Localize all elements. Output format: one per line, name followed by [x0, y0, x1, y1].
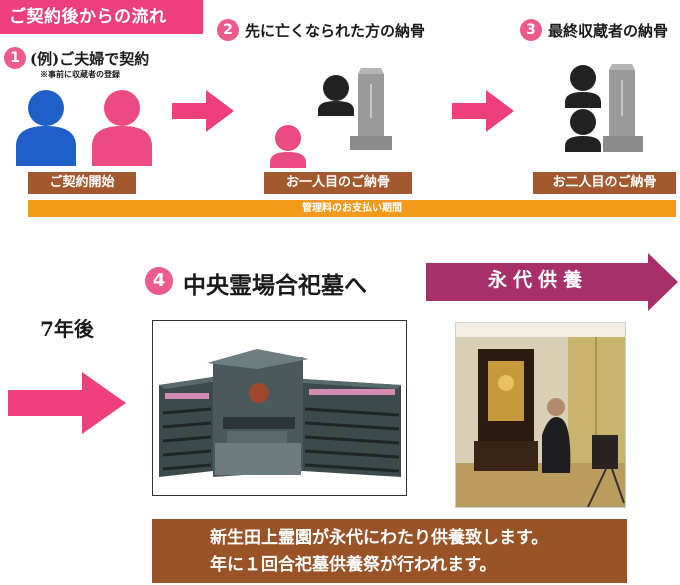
step-2-label: 先に亡くなられた方の納骨	[245, 22, 426, 40]
step-2-number: 2	[217, 19, 239, 41]
communal-tomb-image	[152, 320, 407, 496]
fee-period-bar: 管理料のお支払い期間	[28, 200, 676, 217]
arrow-icon	[8, 372, 126, 434]
gravestone	[350, 68, 392, 150]
memorial-service-illustration	[456, 323, 625, 507]
years-later-label: 7年後	[40, 317, 94, 341]
stage-label-first-interment: お一人目のご納骨	[264, 172, 412, 194]
step-3-number: 3	[520, 19, 542, 41]
eternal-memorial-label: 永代供養	[487, 269, 588, 291]
wife-figure	[92, 90, 152, 166]
stage-label-second-interment: お二人目のご納骨	[533, 172, 676, 194]
stage-label-contract-start: ご契約開始	[28, 172, 136, 194]
memorial-service-photo	[455, 322, 626, 508]
surviving-spouse-figure	[270, 125, 306, 168]
gravestone	[603, 64, 643, 152]
deceased-silhouette	[318, 75, 354, 116]
step-4-number: 4	[145, 267, 173, 295]
step-1-number: 1	[4, 47, 26, 69]
communal-tomb-illustration	[159, 349, 401, 477]
step-1-label: (例)ご夫婦で契約	[30, 50, 150, 68]
arrow-icon	[172, 90, 234, 132]
memorial-message-line-1: 新生田上霊園が永代にわたり供養致します。	[210, 528, 549, 548]
eternal-memorial-arrow	[426, 253, 678, 311]
step-3-label: 最終収蔵者の納骨	[548, 22, 669, 40]
husband-figure	[16, 90, 76, 166]
memorial-message-line-2: 年に１回合祀墓供養祭が行われます。	[210, 555, 497, 575]
step-4-label: 中央霊場合祀墓へ	[183, 272, 367, 299]
second-interment-icon	[565, 64, 643, 152]
arrow-icon	[452, 90, 514, 132]
step-1-note: ※事前に収蔵者の登録	[40, 69, 120, 79]
page-title: ご契約後からの流れ	[0, 0, 203, 34]
first-interment-icon	[270, 68, 392, 168]
deceased-silhouette-upper	[565, 65, 601, 108]
deceased-silhouette-lower	[565, 109, 601, 152]
couple-icon	[16, 90, 152, 166]
memorial-message-box: 新生田上霊園が永代にわたり供養致します。 年に１回合祀墓供養祭が行われます。	[152, 519, 627, 583]
